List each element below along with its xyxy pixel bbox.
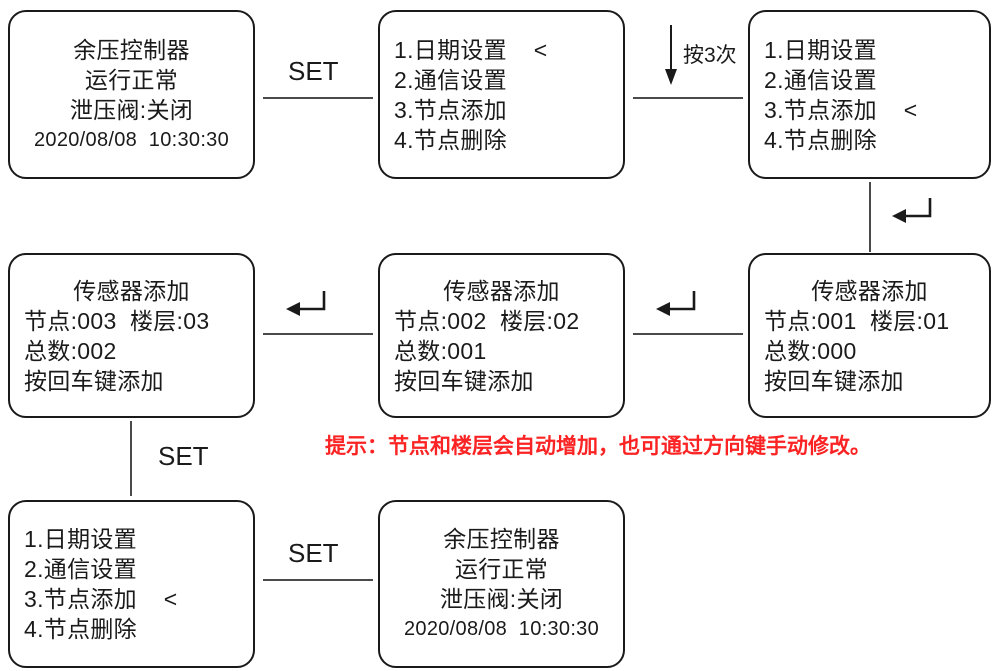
panel-line: 运行正常 <box>84 66 179 93</box>
panel-menu-node-add-bottom[interactable]: 1.日期设置 2.通信设置 3.节点添加 < 4.节点删除 <box>8 500 255 668</box>
panel-sensor-003[interactable]: 传感器添加 节点:003 楼层:03 总数:002 按回车键添加 <box>8 253 255 418</box>
panel-title: 传感器添加 <box>811 277 928 304</box>
panel-line-prompt: 按回车键添加 <box>764 367 904 394</box>
menu-item-node-add[interactable]: 3.节点添加 < <box>764 96 918 123</box>
connector-label-set-bottom: SET <box>288 538 339 568</box>
connector-line-set-top <box>263 97 373 99</box>
panel-home-top[interactable]: 余压控制器 运行正常 泄压阀:关闭 2020/08/08 10:30:30 <box>8 10 255 179</box>
panel-line-total: 总数:000 <box>764 337 857 364</box>
menu-item-date[interactable]: 1.日期设置 <box>24 526 137 552</box>
panel-line-total: 总数:001 <box>394 337 487 364</box>
enter-key-icon <box>282 288 326 318</box>
panel-line-datetime: 2020/08/08 10:30:30 <box>33 128 230 151</box>
panel-line-node-floor: 节点:003 楼层:03 <box>24 307 210 334</box>
menu-item-date[interactable]: 1.日期设置 < <box>394 36 548 63</box>
connector-line-enter-mid-right <box>633 333 743 335</box>
menu-item-node-add[interactable]: 3.节点添加 <box>394 96 507 123</box>
panel-line-prompt: 按回车键添加 <box>24 367 164 394</box>
connector-line-vertical-right <box>869 182 871 252</box>
connector-line-enter-mid-left <box>263 333 373 335</box>
panel-menu-date[interactable]: 1.日期设置 < 2.通信设置 3.节点添加 4.节点删除 <box>378 10 625 179</box>
down-arrow-icon <box>663 25 679 85</box>
hint-text: 提示：节点和楼层会自动增加，也可通过方向键手动修改。 <box>325 435 871 458</box>
connector-line-press-three <box>633 97 743 99</box>
panel-line-node-floor: 节点:001 楼层:01 <box>764 307 950 334</box>
panel-line-total: 总数:002 <box>24 337 117 364</box>
panel-sensor-001[interactable]: 传感器添加 节点:001 楼层:01 总数:000 按回车键添加 <box>748 253 991 418</box>
connector-label-press-three: 按3次 <box>683 44 737 67</box>
menu-item-node-del[interactable]: 4.节点删除 <box>394 126 507 153</box>
panel-home-bottom[interactable]: 余压控制器 运行正常 泄压阀:关闭 2020/08/08 10:30:30 <box>378 500 625 668</box>
menu-item-node-add[interactable]: 3.节点添加 < <box>24 586 178 612</box>
menu-item-comm[interactable]: 2.通信设置 <box>24 556 137 582</box>
menu-item-comm[interactable]: 2.通信设置 <box>394 66 507 93</box>
panel-line: 余压控制器 <box>443 526 560 552</box>
menu-item-date[interactable]: 1.日期设置 <box>764 36 877 63</box>
menu-item-comm[interactable]: 2.通信设置 <box>764 66 877 93</box>
panel-sensor-002[interactable]: 传感器添加 节点:002 楼层:02 总数:001 按回车键添加 <box>378 253 625 418</box>
enter-key-icon <box>888 195 932 225</box>
panel-line-prompt: 按回车键添加 <box>394 367 534 394</box>
connector-label-set-top: SET <box>288 56 339 86</box>
panel-line-node-floor: 节点:002 楼层:02 <box>394 307 580 334</box>
enter-key-icon <box>652 288 696 318</box>
panel-line: 泄压阀:关闭 <box>439 586 564 612</box>
connector-line-vertical-set-left <box>130 421 132 496</box>
menu-item-node-del[interactable]: 4.节点删除 <box>24 616 137 642</box>
connector-line-set-bottom <box>263 579 373 581</box>
panel-line-datetime: 2020/08/08 10:30:30 <box>403 618 600 640</box>
panel-title: 传感器添加 <box>443 277 560 304</box>
panel-line: 运行正常 <box>454 556 549 582</box>
menu-item-node-del[interactable]: 4.节点删除 <box>764 126 877 153</box>
panel-menu-node-add[interactable]: 1.日期设置 2.通信设置 3.节点添加 < 4.节点删除 <box>748 10 991 179</box>
panel-title: 传感器添加 <box>73 277 190 304</box>
connector-label-set-left: SET <box>158 441 209 471</box>
panel-line: 余压控制器 <box>73 36 190 63</box>
panel-line: 泄压阀:关闭 <box>69 96 194 123</box>
